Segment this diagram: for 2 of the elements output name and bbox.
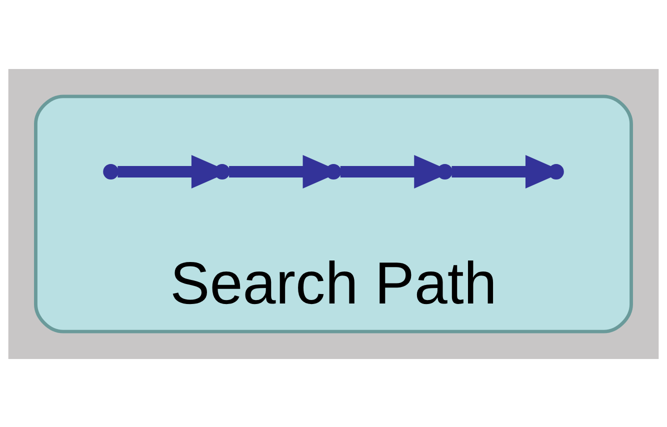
cluster: Search Path	[34, 94, 633, 333]
node-point	[103, 164, 119, 179]
